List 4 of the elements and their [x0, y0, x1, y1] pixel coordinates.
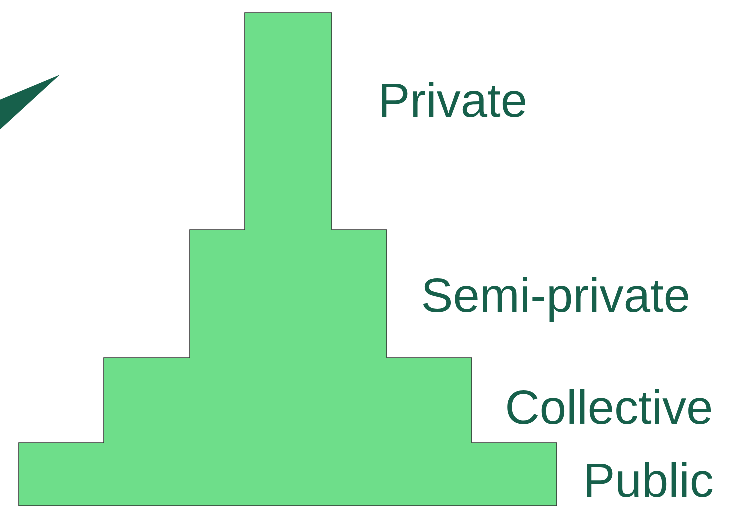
- level-label: Semi-private: [423, 277, 688, 322]
- level-label: Public: [587, 462, 713, 498]
- level-label: Collective: [508, 389, 712, 424]
- level-label: Private: [382, 82, 526, 118]
